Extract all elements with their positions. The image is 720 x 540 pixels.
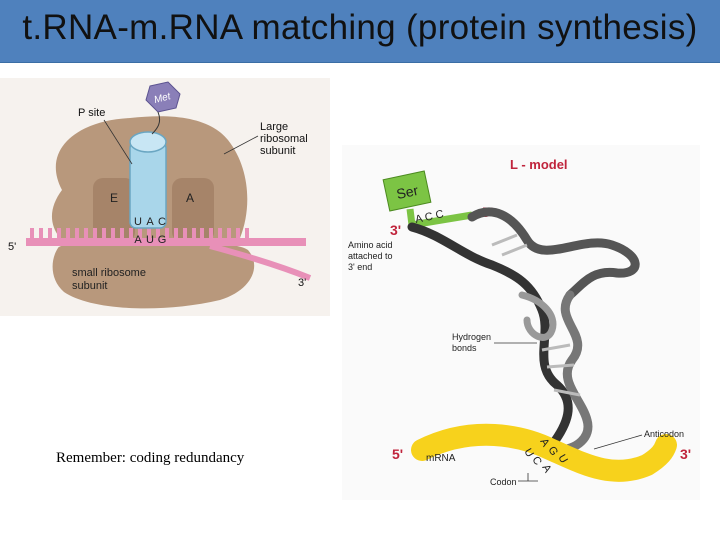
small-subunit-shape — [52, 240, 255, 309]
trna-diagram: L - model Ser A C C 3' 5' 5' 3' mRNA A G… — [342, 145, 700, 500]
hydrogen-bond-rungs — [491, 233, 581, 397]
title-bar: t.RNA-m.RNA matching (protein synthesis) — [0, 0, 720, 63]
amino-note-line-3: 3' end — [348, 262, 372, 272]
codon-letter-2: U — [146, 234, 154, 246]
anticodon-letter-1: U — [134, 216, 142, 228]
ribosome-diagram: Met P site Large ribosomal subunit E A U… — [0, 78, 330, 316]
large-subunit-line-1: Large — [260, 121, 288, 133]
met-link — [151, 111, 161, 135]
mrna-bases — [30, 228, 249, 238]
large-subunit-line-3: subunit — [260, 145, 295, 157]
hydrogen-line-1: Hydrogen — [452, 332, 491, 342]
a-site-pocket — [172, 178, 214, 242]
met-amino-acid — [145, 81, 181, 113]
five-prime-label: 5' — [8, 241, 16, 253]
hydrogen-line-2: bonds — [452, 343, 477, 353]
model-label: L - model — [510, 157, 568, 172]
slide-title: t.RNA-m.RNA matching (protein synthesis) — [22, 8, 698, 47]
coding-redundancy-note: Remember: coding redundancy — [56, 450, 245, 466]
trna-top — [129, 131, 167, 153]
ser-amino-acid — [382, 170, 432, 212]
small-subunit-line-2: subunit — [72, 280, 107, 292]
five-prime-bottom-label: 5' — [392, 446, 403, 462]
p-site-leader — [103, 119, 133, 165]
anticodon-letter-3: C — [158, 216, 166, 228]
ser-label: Ser — [395, 182, 420, 202]
codon-letter-1: A — [134, 234, 142, 246]
anticodon-letter-2: A — [146, 216, 154, 228]
small-subunit-line-1: small ribosome — [72, 267, 146, 279]
codon-letter-3: G — [158, 234, 167, 246]
p-site-label: P site — [78, 107, 105, 119]
large-subunit-leader — [223, 135, 259, 155]
codon-bracket — [518, 473, 538, 482]
amino-note-line-2: attached to — [348, 251, 393, 261]
trna-backbone — [407, 207, 640, 455]
three-prime-label: 3' — [298, 277, 306, 289]
trna-figure: L - model Ser A C C 3' 5' 5' 3' mRNA A G… — [342, 145, 700, 500]
mrna-band — [411, 423, 677, 482]
ribosome-figure: Met P site Large ribosomal subunit E A U… — [0, 78, 330, 316]
a-site-label: A — [186, 191, 194, 205]
three-prime-bottom-label: 3' — [680, 446, 691, 462]
acc-label: A C C — [414, 208, 445, 226]
e-site-label: E — [110, 191, 118, 205]
met-label: Met — [153, 91, 173, 106]
amino-note-line-1: Amino acid — [348, 240, 393, 250]
anticodon-label: Anticodon — [644, 429, 684, 439]
three-prime-top-label: 3' — [390, 222, 401, 238]
codon-label: Codon — [490, 477, 517, 487]
mrna-label: mRNA — [426, 453, 456, 464]
large-subunit-line-2: ribosomal — [260, 133, 308, 145]
anticodon-leader — [593, 434, 643, 450]
mrna-strand — [26, 228, 312, 281]
e-site-pocket — [93, 178, 135, 242]
